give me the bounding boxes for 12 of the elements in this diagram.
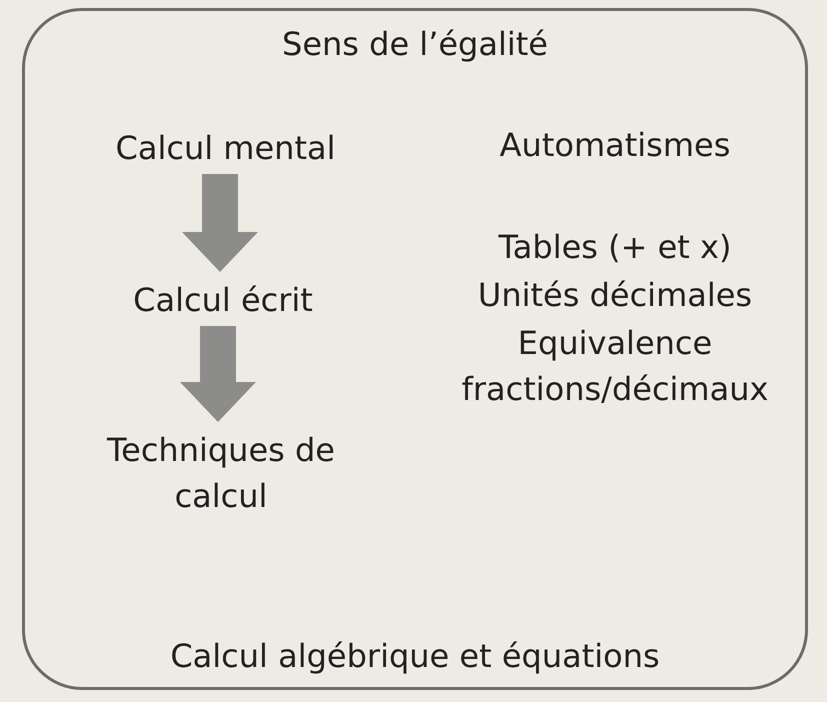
list-item: Tables (+ et x) <box>497 227 732 268</box>
list-item: Unités décimales <box>476 275 754 316</box>
footer-text: Calcul algébrique et équations <box>169 636 661 677</box>
heading: Sens de l’égalité <box>281 24 549 65</box>
block-arrow <box>180 326 256 422</box>
node-text: Calcul écrit <box>98 277 348 327</box>
list-item: Equivalence fractions/décimaux <box>460 323 770 410</box>
node-text: Calcul mental <box>93 125 358 175</box>
node-text: Techniques de calcul <box>81 427 361 521</box>
column-heading: Automatismes <box>498 125 732 166</box>
block-arrow <box>182 174 258 272</box>
rounded-frame <box>22 8 808 690</box>
